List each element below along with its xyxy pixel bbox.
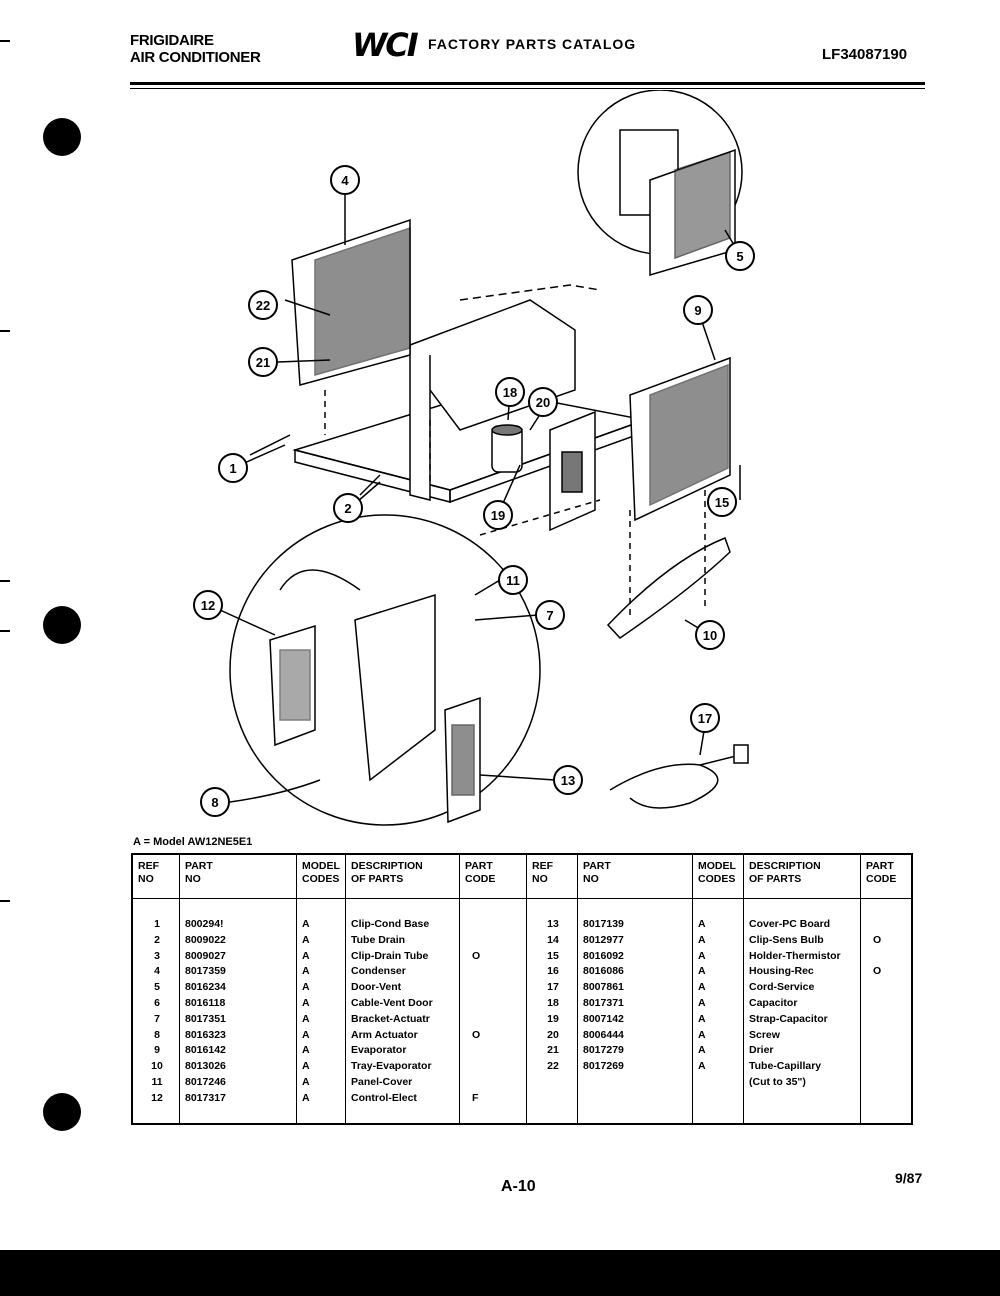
callout-11: 11: [498, 565, 528, 595]
header-part-no: PART NO: [179, 853, 297, 899]
header-description-2: DESCRIPTION OF PARTS: [743, 853, 861, 899]
callout-10: 10: [695, 620, 725, 650]
svg-text:15: 15: [715, 495, 729, 510]
callout-20: 20: [528, 387, 558, 417]
callout-5: 5: [725, 241, 755, 271]
drain-tray: [606, 537, 731, 639]
svg-text:22: 22: [256, 298, 270, 313]
ref-column-left: 1 2 3 4 5 6 7 8 9 10 11 12: [131, 898, 180, 1124]
code-column-right: O O: [860, 898, 913, 1124]
part-column-left: 800294! 8009022 8009027 8017359 8016234 …: [179, 898, 297, 1124]
scan-mark: [0, 900, 10, 902]
cord-plug: [733, 744, 749, 764]
model-column-left: A A A A A A A A A A A A: [296, 898, 346, 1124]
svg-text:12: 12: [201, 598, 215, 613]
callout-17: 17: [690, 703, 720, 733]
model-column-right: A A A A A A A A A A: [692, 898, 744, 1124]
svg-text:20: 20: [536, 395, 550, 410]
scan-mark: [0, 580, 10, 582]
brand-line-1: FRIGIDAIRE: [130, 32, 214, 49]
svg-text:9: 9: [694, 303, 701, 318]
ref-column-right: 13 14 15 16 17 18 19 20 21 22: [526, 898, 578, 1124]
header-part-code: PART CODE: [459, 853, 527, 899]
header-rule-thin: [130, 88, 925, 89]
header-ref-no-2: REF NO: [526, 853, 578, 899]
callout-8: 8: [200, 787, 230, 817]
callout-2: 2: [333, 493, 363, 523]
binder-hole-bottom: [43, 1093, 81, 1131]
svg-text:7: 7: [546, 608, 553, 623]
callout-18: 18: [495, 377, 525, 407]
header-part-no-2: PART NO: [577, 853, 693, 899]
svg-text:21: 21: [256, 355, 270, 370]
callout-4: 4: [330, 165, 360, 195]
callout-21: 21: [248, 347, 278, 377]
svg-text:4: 4: [341, 173, 349, 188]
parts-table: REF NO PART NO MODEL CODES DESCRIPTION O…: [131, 853, 913, 1125]
part-column-right: 8017139 8012977 8016092 8016086 8007861 …: [577, 898, 693, 1124]
header-model-codes: MODEL CODES: [296, 853, 346, 899]
description-column-right: Cover-PC Board Clip-Sens Bulb Holder-The…: [743, 898, 861, 1124]
callout-7: 7: [535, 600, 565, 630]
exploded-parts-diagram: 4 22 21 1 2 5 9 18 20 15 19 11 12 7 10 1…: [193, 90, 755, 826]
callout-19: 19: [483, 500, 513, 530]
wci-logo: WCI: [352, 26, 419, 64]
catalog-number: LF34087190: [822, 46, 908, 63]
header-rule: [130, 82, 925, 85]
header-description: DESCRIPTION OF PARTS: [345, 853, 460, 899]
detail-circle-control: [229, 514, 541, 826]
table-header-row: REF NO PART NO MODEL CODES DESCRIPTION O…: [131, 853, 913, 899]
callout-22: 22: [248, 290, 278, 320]
scan-mark: [0, 40, 10, 42]
binder-hole-middle: [43, 606, 81, 644]
header-part-code-2: PART CODE: [860, 853, 913, 899]
header-model-codes-2: MODEL CODES: [692, 853, 744, 899]
svg-text:2: 2: [344, 501, 351, 516]
cover-panel: [354, 593, 436, 782]
callout-1: 1: [218, 453, 248, 483]
header-ref-no: REF NO: [131, 853, 180, 899]
scan-mark: [0, 330, 10, 332]
callout-12: 12: [193, 590, 223, 620]
svg-text:18: 18: [503, 385, 517, 400]
svg-text:10: 10: [703, 628, 717, 643]
model-note: A = Model AW12NE5E1: [133, 836, 253, 848]
brand-line-2: AIR CONDITIONER: [130, 49, 261, 66]
catalog-title: FACTORY PARTS CATALOG: [428, 36, 637, 52]
code-column-left: O O F: [459, 898, 527, 1124]
binder-hole-top: [43, 118, 81, 156]
svg-text:11: 11: [506, 573, 520, 588]
scan-bottom-edge: [0, 1250, 1000, 1296]
callout-13: 13: [553, 765, 583, 795]
callout-9: 9: [683, 295, 713, 325]
table-row: 1 2 3 4 5 6 7 8 9 10 11 12 800294! 80090…: [131, 898, 913, 1124]
scan-mark: [0, 630, 10, 632]
svg-text:13: 13: [561, 773, 575, 788]
brand-block: FRIGIDAIRE AIR CONDITIONER: [130, 32, 261, 66]
description-column-left: Clip-Cond Base Tube Drain Clip-Drain Tub…: [345, 898, 460, 1124]
svg-text:8: 8: [211, 795, 218, 810]
svg-text:19: 19: [491, 508, 505, 523]
svg-text:1: 1: [229, 461, 236, 476]
svg-text:17: 17: [698, 711, 712, 726]
page-number: A-10: [501, 1178, 536, 1195]
svg-text:5: 5: [736, 249, 743, 264]
catalog-date: 9/87: [895, 1170, 923, 1186]
callout-15: 15: [707, 487, 737, 517]
